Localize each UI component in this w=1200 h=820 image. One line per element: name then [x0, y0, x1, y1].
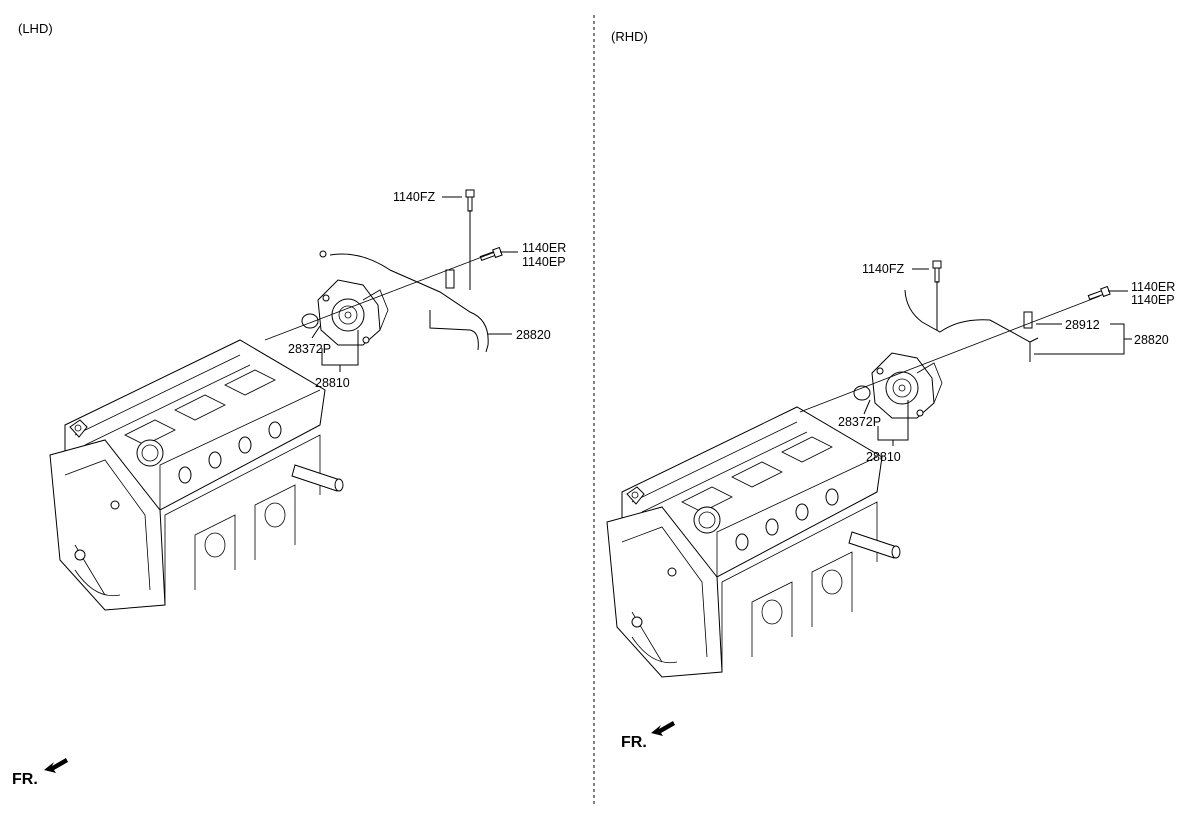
rhd-label-1140er: 1140ER — [1131, 280, 1175, 294]
svg-text:FR.: FR. — [621, 734, 647, 751]
rhd-engine-drawing — [606, 406, 901, 678]
lhd-vacuum-pump — [317, 279, 389, 346]
rhd-label-1140fz: 1140FZ — [862, 262, 905, 276]
lhd-hose — [329, 253, 489, 353]
rhd-label-28372p: 28372P — [838, 415, 881, 429]
rhd-front-arrow-icon — [651, 721, 675, 736]
svg-text:FR.: FR. — [12, 771, 38, 788]
rhd-view: (RHD) 1140FZ 1140ER 1140EP 28912 28820 2… — [606, 29, 1175, 751]
lhd-bolt-fz — [465, 189, 475, 212]
lhd-label-1140ep: 1140EP — [522, 255, 566, 269]
rhd-label-28912: 28912 — [1065, 318, 1100, 332]
rhd-front-indicator: FR. — [621, 721, 675, 751]
lhd-front-arrow-icon — [44, 758, 68, 773]
rhd-bolt-fz — [932, 260, 942, 283]
lhd-view: (LHD) 1140FZ 1140ER 1140EP 28820 28372P … — [12, 21, 566, 788]
lhd-label-1140er: 1140ER — [522, 241, 566, 255]
lhd-label-28372p: 28372P — [288, 342, 331, 356]
rhd-label-28810: 28810 — [866, 450, 901, 464]
rhd-label-28820: 28820 — [1134, 333, 1169, 347]
lhd-label-28810: 28810 — [315, 376, 350, 390]
lhd-label-1140fz: 1140FZ — [393, 190, 436, 204]
rhd-header: (RHD) — [611, 29, 648, 44]
lhd-bolt-er — [479, 247, 503, 263]
rhd-vacuum-pump — [871, 352, 943, 419]
lhd-engine-drawing — [49, 339, 344, 611]
lhd-header: (LHD) — [18, 21, 53, 36]
rhd-label-1140ep: 1140EP — [1131, 293, 1175, 307]
rhd-hose — [904, 289, 1039, 362]
rhd-bolt-er — [1087, 286, 1111, 302]
lhd-label-28820: 28820 — [516, 328, 551, 342]
lhd-front-indicator: FR. — [12, 758, 68, 788]
